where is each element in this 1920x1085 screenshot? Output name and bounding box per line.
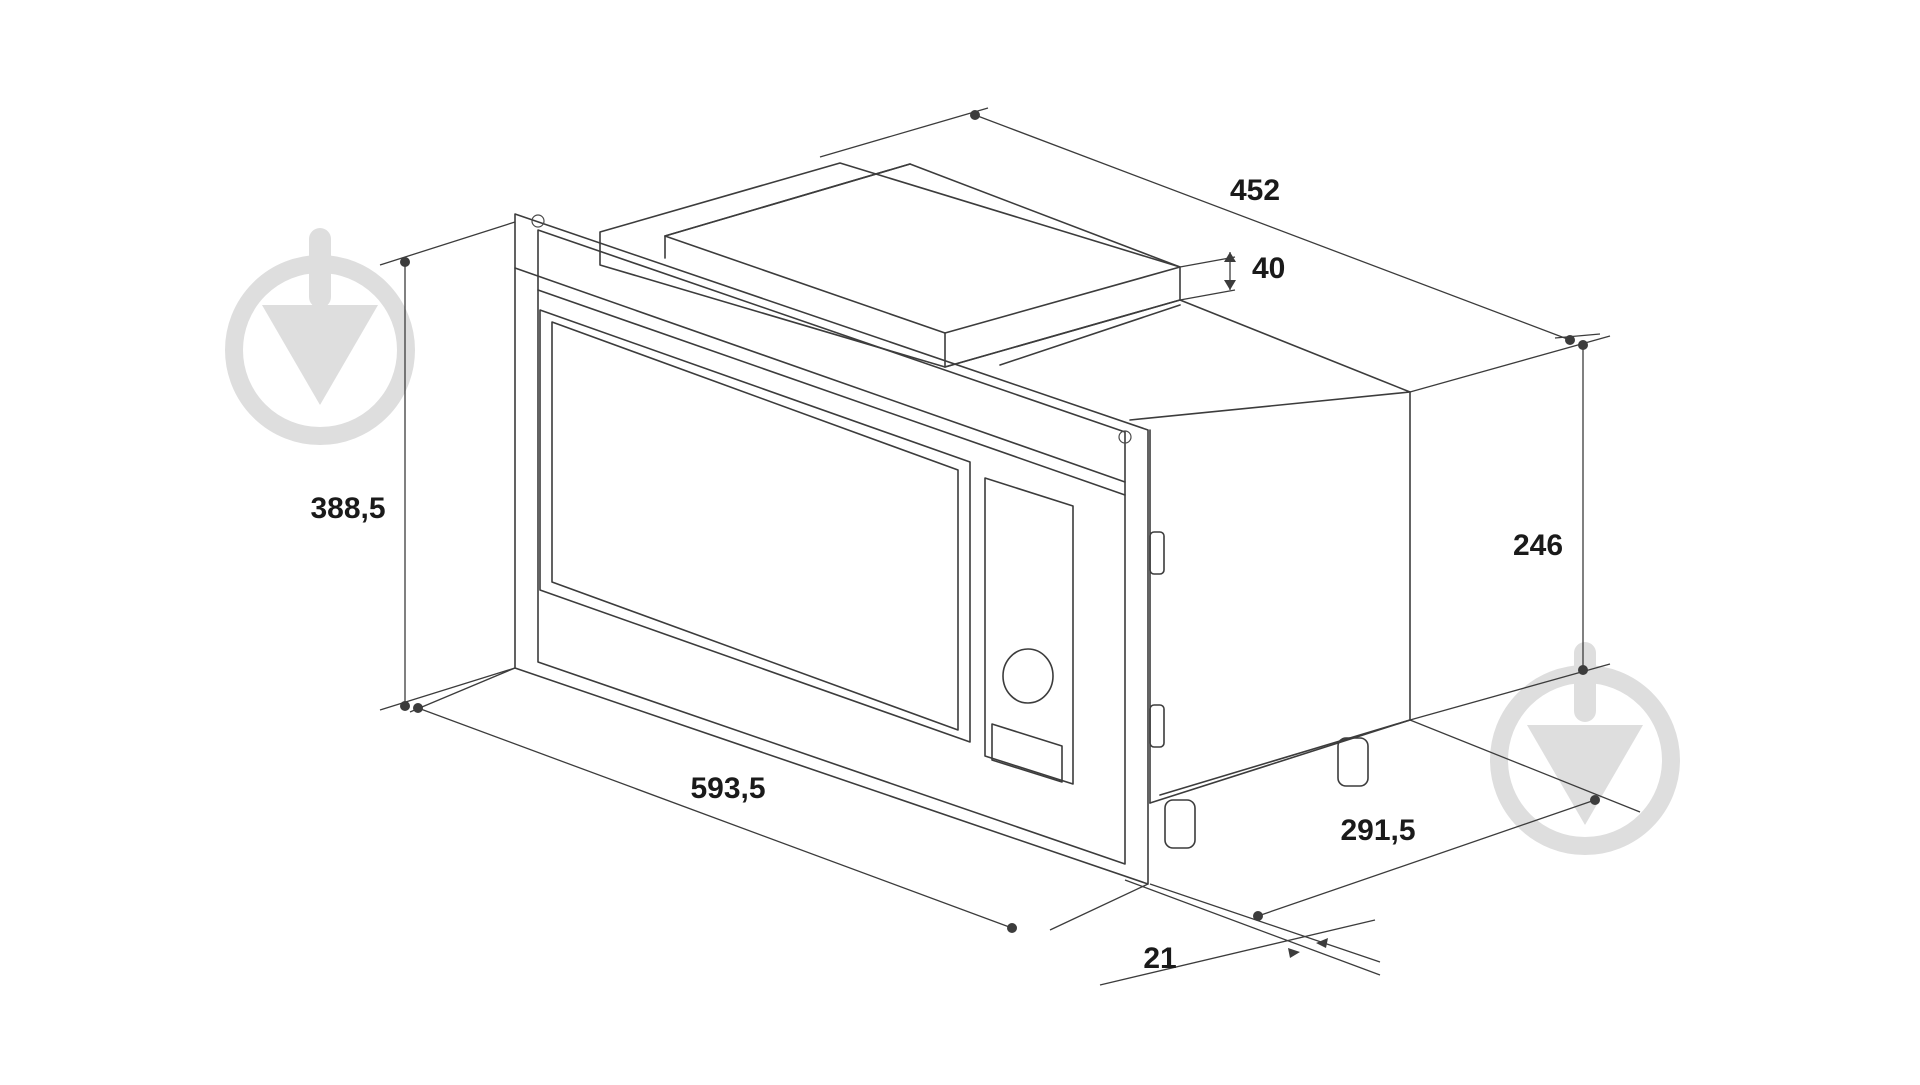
control-knob-icon	[1002, 648, 1054, 704]
dimension-593-5: 593,5	[409, 667, 1149, 933]
label-21: 21	[1143, 942, 1176, 975]
label-246: 246	[1513, 529, 1563, 562]
dimension-21: 21	[1099, 879, 1381, 986]
control-panel	[984, 477, 1074, 785]
label-40: 40	[1252, 252, 1285, 285]
label-593-5: 593,5	[690, 772, 765, 805]
watermark-logo-icon	[225, 228, 415, 445]
top-panel	[599, 162, 1181, 368]
label-452: 452	[1230, 174, 1280, 207]
dimension-291-5: 291,5	[1149, 719, 1641, 963]
dimension-452: 452	[819, 107, 1601, 345]
front-frame	[514, 213, 1149, 885]
door-window	[539, 309, 971, 743]
oven-cabinet	[999, 299, 1411, 849]
dimension-388-5: 388,5	[310, 221, 516, 711]
label-388-5: 388,5	[310, 492, 385, 525]
label-291-5: 291,5	[1340, 814, 1415, 847]
dimension-40: 40	[1179, 252, 1285, 301]
dimension-246: 246	[1409, 335, 1611, 721]
